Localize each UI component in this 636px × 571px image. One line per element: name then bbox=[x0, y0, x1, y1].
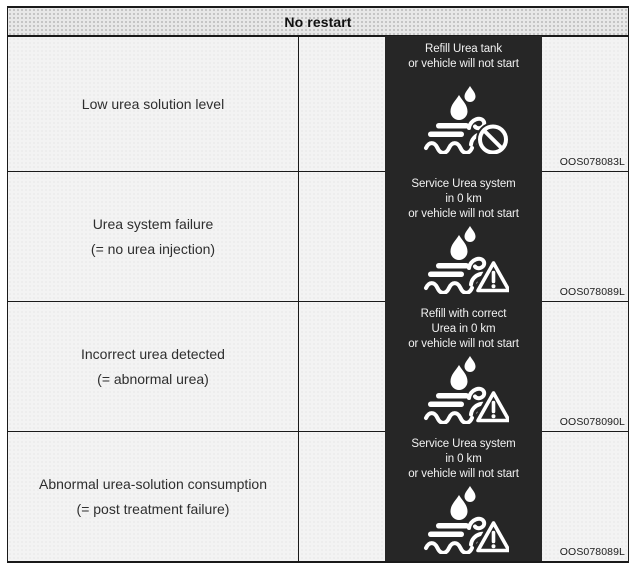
water-wave-icon bbox=[423, 281, 474, 294]
display-message-line: or vehicle will not start bbox=[408, 338, 519, 350]
exhaust-pipe-icon bbox=[427, 393, 469, 407]
display-message: Service Urea system in 0 km or vehicle w… bbox=[385, 431, 542, 482]
urea-exhaust-water-icon bbox=[423, 356, 509, 424]
display-message-line: Service Urea system bbox=[411, 178, 516, 190]
display-message-line: or vehicle will not start bbox=[408, 208, 519, 220]
exhaust-pipe-icon bbox=[427, 523, 469, 537]
water-wave-icon bbox=[423, 141, 474, 154]
display-message: Refill Urea tank or vehicle will not sta… bbox=[385, 36, 542, 72]
warning-triangle-icon bbox=[473, 258, 509, 294]
condition-text: (= post treatment failure) bbox=[76, 500, 230, 517]
condition-cell: Incorrect urea detected (= abnormal urea… bbox=[8, 302, 299, 431]
image-code: OOS078089L bbox=[559, 546, 625, 558]
display-message-line: in 0 km bbox=[445, 453, 482, 465]
display-icon-area bbox=[385, 222, 542, 301]
image-code: OOS078090L bbox=[559, 416, 625, 428]
table-row: Abnormal urea-solution consumption (= po… bbox=[8, 431, 628, 561]
condition-text: Incorrect urea detected bbox=[81, 345, 225, 362]
urea-exhaust-water-icon bbox=[423, 486, 509, 554]
condition-text: Abnormal urea-solution consumption bbox=[38, 475, 267, 492]
image-code: OOS078089L bbox=[559, 286, 625, 298]
display-message-line: in 0 km bbox=[445, 193, 482, 205]
display-message-line: or vehicle will not start bbox=[408, 58, 519, 70]
condition-text: Low urea solution level bbox=[81, 95, 225, 112]
no-restart-table: No restart Low urea solution level Refil… bbox=[7, 6, 629, 563]
image-code: OOS078083L bbox=[559, 156, 625, 168]
display-message: Refill with correct Urea in 0 km or vehi… bbox=[385, 301, 542, 352]
condition-text: (= no urea injection) bbox=[90, 240, 216, 257]
water-wave-icon bbox=[423, 541, 474, 554]
cluster-display-panel: Service Urea system in 0 km or vehicle w… bbox=[385, 171, 542, 301]
table-header-title: No restart bbox=[284, 13, 352, 30]
urea-droplets-icon bbox=[450, 356, 475, 390]
condition-cell: Low urea solution level bbox=[8, 37, 299, 171]
urea-droplets-icon bbox=[450, 226, 475, 260]
display-message-line: Service Urea system bbox=[411, 438, 516, 450]
table-row: Urea system failure (= no urea injection… bbox=[8, 171, 628, 301]
display-icon-area bbox=[385, 72, 542, 171]
cluster-display-panel: Refill Urea tank or vehicle will not sta… bbox=[385, 36, 542, 171]
exhaust-pipe-icon bbox=[427, 123, 469, 137]
urea-exhaust-water-icon bbox=[423, 226, 509, 294]
prohibition-icon bbox=[475, 122, 509, 154]
display-icon-area bbox=[385, 482, 542, 561]
urea-droplets-icon bbox=[450, 86, 475, 120]
table-row: Low urea solution level Refill Urea tank… bbox=[8, 36, 628, 171]
cluster-display-panel: Service Urea system in 0 km or vehicle w… bbox=[385, 431, 542, 561]
condition-text: Urea system failure bbox=[92, 215, 214, 232]
warning-triangle-icon bbox=[473, 388, 509, 424]
display-message-line: or vehicle will not start bbox=[408, 468, 519, 480]
urea-droplets-icon bbox=[450, 486, 475, 520]
display-icon-area bbox=[385, 352, 542, 431]
display-message-line: Urea in 0 km bbox=[431, 323, 496, 335]
display-message-line: Refill Urea tank bbox=[424, 43, 502, 55]
water-wave-icon bbox=[423, 411, 474, 424]
warning-triangle-icon bbox=[473, 518, 509, 554]
table-header-row: No restart bbox=[8, 8, 628, 37]
table-row: Incorrect urea detected (= abnormal urea… bbox=[8, 301, 628, 431]
condition-cell: Abnormal urea-solution consumption (= po… bbox=[8, 432, 299, 561]
urea-exhaust-water-icon bbox=[423, 86, 509, 154]
cluster-display-panel: Refill with correct Urea in 0 km or vehi… bbox=[385, 301, 542, 431]
display-message-line: Refill with correct bbox=[420, 308, 507, 320]
condition-text: (= abnormal urea) bbox=[97, 370, 209, 387]
condition-cell: Urea system failure (= no urea injection… bbox=[8, 172, 299, 301]
display-message: Service Urea system in 0 km or vehicle w… bbox=[385, 171, 542, 222]
exhaust-pipe-icon bbox=[427, 263, 469, 277]
